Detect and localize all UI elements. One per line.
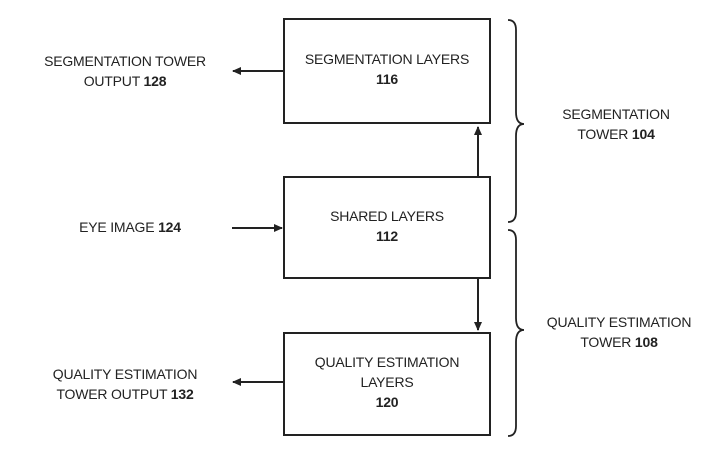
segmentation-output-text-1: SEGMENTATION TOWER [44,53,206,69]
segmentation-output-text-2: OUTPUT [83,73,140,89]
segmentation-layers-number: 116 [376,71,398,87]
quality-layers-number: 120 [375,394,399,410]
shared-layers-label: SHARED LAYERS 112 [283,206,491,246]
eye-image-label: EYE IMAGE 124 [50,217,210,237]
quality-output-text-1: QUALITY ESTIMATION [52,366,198,382]
quality-output-number: 132 [170,386,194,402]
segmentation-tower-number: 104 [631,126,655,142]
quality-layers-text-1: QUALITY ESTIMATION [314,354,460,370]
segmentation-tower-text-2: TOWER [577,126,629,142]
quality-tower-label: QUALITY ESTIMATION TOWER 108 [526,312,712,352]
segmentation-tower-text-1: SEGMENTATION [562,106,670,122]
quality-layers-label: QUALITY ESTIMATION LAYERS 120 [283,352,491,412]
segmentation-layers-text: SEGMENTATION LAYERS [304,51,470,67]
segmentation-layers-label: SEGMENTATION LAYERS 116 [283,49,491,89]
eye-image-number: 124 [158,219,181,235]
quality-output-label: QUALITY ESTIMATION TOWER OUTPUT 132 [30,364,220,404]
segmentation-tower-brace [507,19,525,223]
segmentation-tower-label: SEGMENTATION TOWER 104 [528,104,704,144]
quality-layers-text-2: LAYERS [360,374,414,390]
shared-layers-number: 112 [376,228,398,244]
eye-image-text: EYE IMAGE [79,219,155,235]
shared-layers-text: SHARED LAYERS [330,208,444,224]
quality-tower-text-2: TOWER [580,334,632,350]
quality-tower-text-1: QUALITY ESTIMATION [546,314,692,330]
quality-tower-brace [507,229,525,437]
quality-output-text-2: TOWER OUTPUT [56,386,168,402]
segmentation-output-number: 128 [143,73,167,89]
shared-layers-box [283,176,491,279]
segmentation-layers-box [283,18,491,124]
segmentation-output-label: SEGMENTATION TOWER OUTPUT 128 [30,51,220,91]
quality-layers-box [283,332,491,436]
quality-tower-number: 108 [634,334,658,350]
